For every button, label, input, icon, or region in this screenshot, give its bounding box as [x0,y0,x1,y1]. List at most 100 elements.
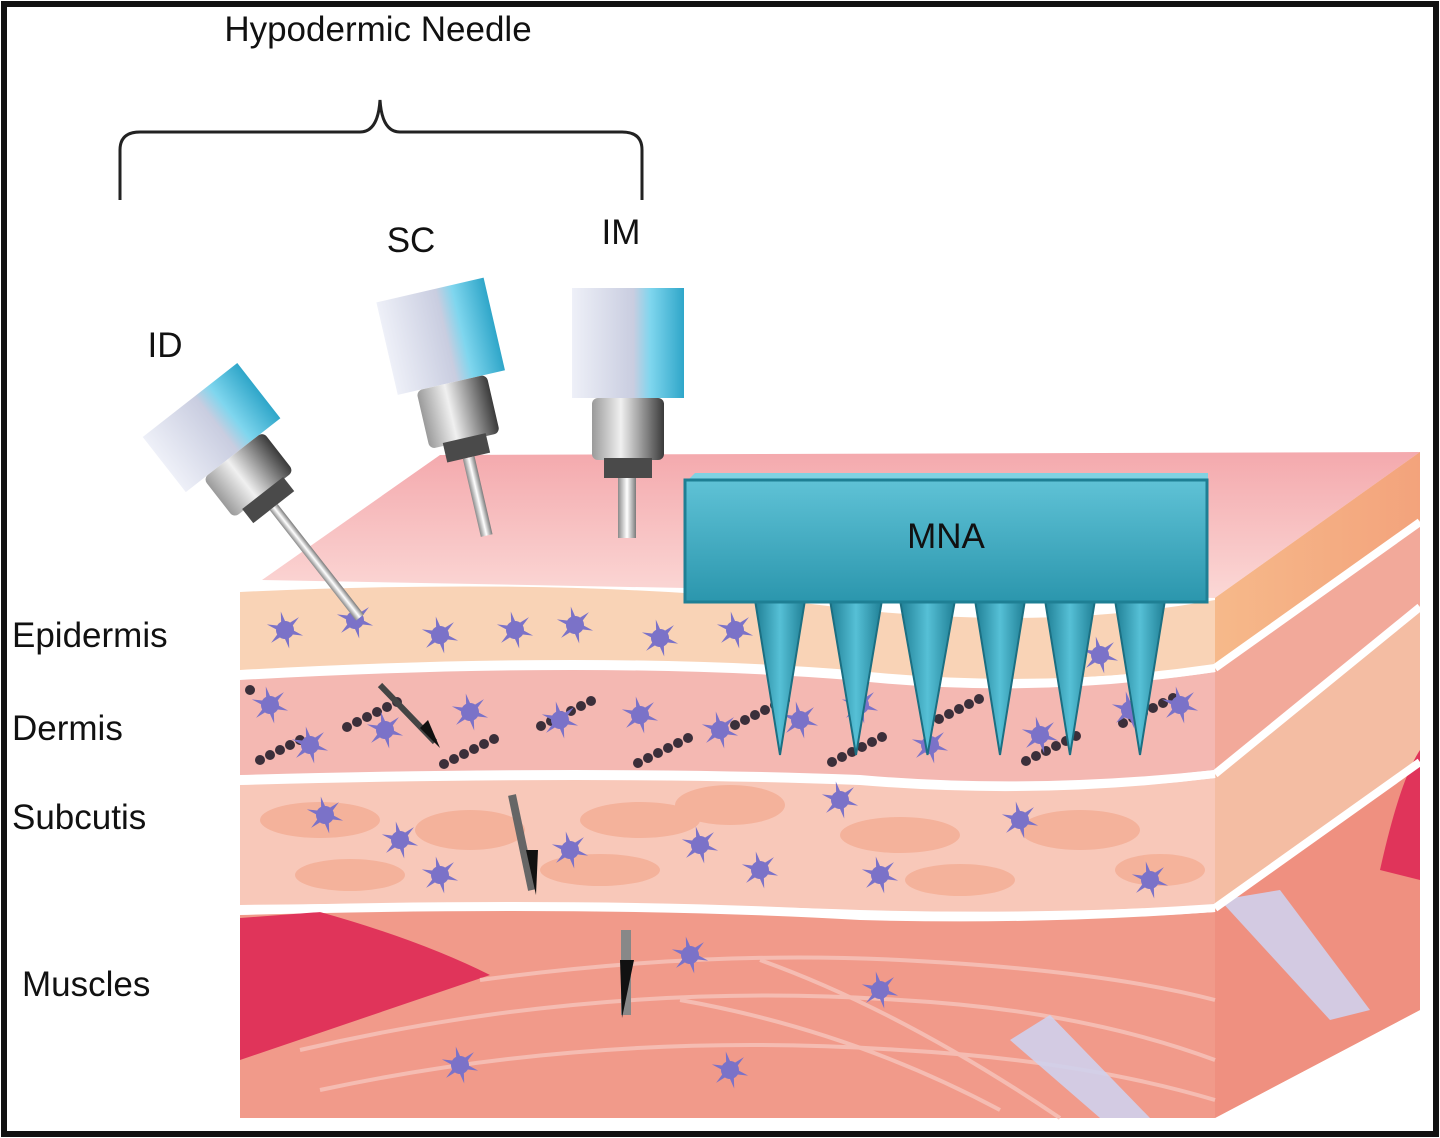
cell-process [839,805,845,819]
cell-body [261,696,279,714]
dermis-granule [867,737,877,747]
dermis-granule [1118,718,1128,728]
dermis-granule [1148,703,1158,713]
cell-body [391,831,409,849]
cell-process [445,874,459,881]
cell-process [313,732,324,743]
cell-process [405,839,419,846]
cell-process [693,942,704,953]
cell-process [561,627,572,638]
cell-process [381,834,395,841]
dermis-granule [1021,756,1031,766]
cell-process [441,1059,455,1066]
cell-process [685,936,691,950]
cell-process [695,954,709,961]
cell-process [805,719,819,726]
cell-process [711,1064,725,1071]
cell-process [759,875,765,889]
cell-process [716,1072,727,1083]
cell-process [885,874,899,881]
immune-cell [711,1051,749,1089]
immune-cell [701,711,739,749]
dermis-granule [342,722,352,732]
cell-process [465,693,471,707]
cell-process [1185,704,1199,711]
cell-body [506,621,524,639]
dermis-granule [439,759,449,769]
dermis-granule [489,734,499,744]
cell-process [309,750,315,764]
cell-process [395,821,401,835]
cell-process [330,814,344,821]
cell-process [280,611,286,625]
cell-process [1043,722,1054,733]
dermis-granule [362,712,372,722]
cell-body [631,706,649,724]
cell-body [1011,811,1029,829]
cell-process [733,1057,744,1068]
cell-process [306,809,320,816]
dermis-granule [449,754,459,764]
cell-process [911,739,925,746]
cell-process [1136,882,1147,893]
cell-body [681,946,699,964]
cell-process [439,640,445,654]
cell-process [296,747,307,758]
cell-process [1099,660,1105,674]
cell-process [1023,807,1034,818]
cell-process [451,706,465,713]
cell-process [719,735,725,749]
immune-cell [1081,636,1119,674]
immune-cell [441,1046,479,1084]
dermis-granule [683,733,693,743]
cell-body [376,721,394,739]
dermis-granule [934,714,944,724]
cell-process [251,699,265,706]
cell-process [459,1070,465,1084]
cell-process [496,624,510,631]
cell-process [703,832,714,843]
cell-body [871,981,889,999]
cell-process [621,709,635,716]
cell-process [265,686,271,700]
id-needle-tip [420,720,440,748]
cell-process [421,629,435,636]
dermis-granule [760,705,770,715]
cell-process [681,839,695,846]
cell-process [639,720,645,734]
dermis-granule [1051,741,1061,751]
cell-process [439,880,445,894]
cell-process [826,802,837,813]
cell-process [435,616,441,630]
sc-syringe [376,277,505,537]
cell-process [366,724,380,731]
cell-body [316,806,334,824]
layer-separators [239,518,1423,921]
cell-body [561,841,579,859]
sc-needle-track [508,794,536,891]
cell-process [291,739,305,746]
cell-process [465,1064,479,1071]
cell-process [575,849,589,856]
immune-cell [1021,716,1059,754]
dermis-granule [245,685,255,695]
cell-process [324,820,330,834]
cell-process [328,802,339,813]
cell-process [403,827,414,838]
cell-process [541,714,555,721]
side-muscle-red [1380,750,1420,880]
cell-process [463,1052,474,1063]
cell-process [635,696,641,710]
cell-process [1045,734,1059,741]
cell-process [641,632,655,639]
cell-process [1179,710,1185,724]
cell-body [651,629,669,647]
cell-process [1175,686,1181,700]
epidermis-label: Epidermis [12,616,168,655]
cell-process [269,710,275,724]
cell-process [730,611,736,625]
cell-process [446,1067,457,1078]
dermis-granule [382,702,392,712]
muscle-red-region [240,912,490,1060]
cell-process [501,632,512,643]
